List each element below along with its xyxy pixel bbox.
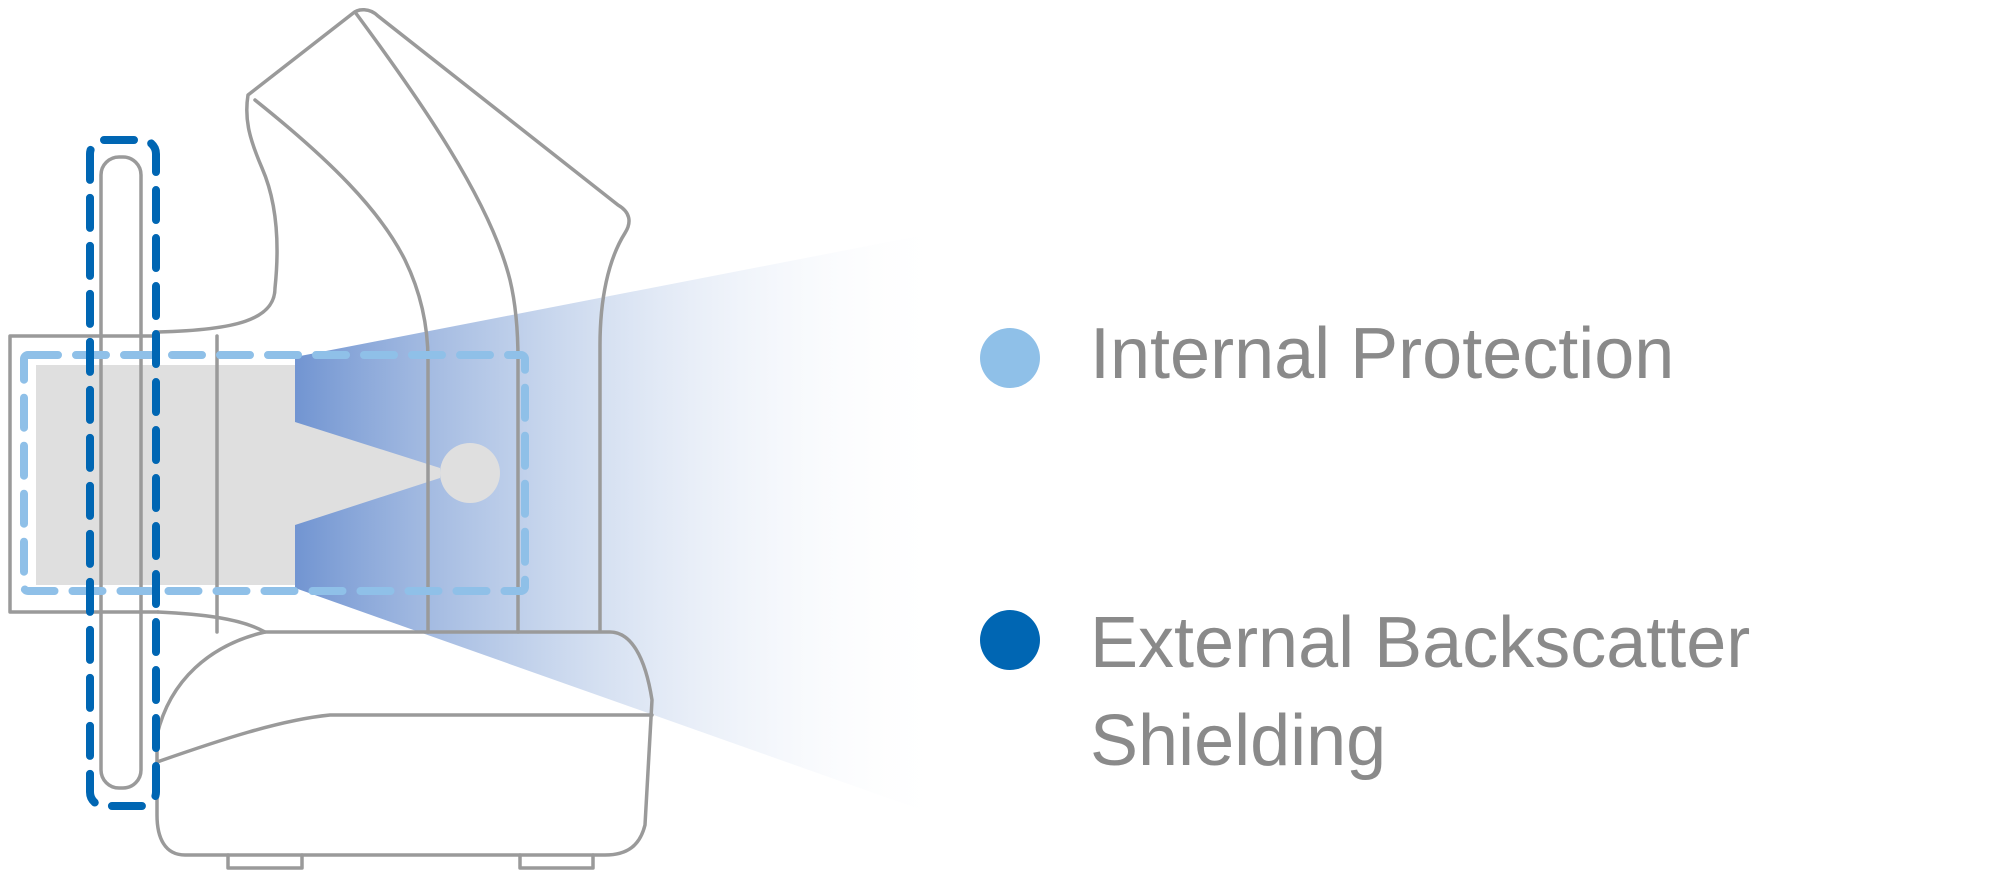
xray-source xyxy=(440,443,500,503)
dark-blue-dot-icon xyxy=(980,610,1040,670)
external-shielding-boundary xyxy=(86,136,160,810)
legend-internal-protection: Internal Protection xyxy=(980,304,1674,404)
internal-core xyxy=(36,365,440,585)
light-blue-dot-icon xyxy=(980,328,1040,388)
legend-external-label-line1: External Backscatter xyxy=(1090,603,1751,683)
xray-beam xyxy=(295,230,950,820)
device-outline xyxy=(8,8,654,870)
internal-protection-boundary xyxy=(20,351,529,595)
legend-internal-label: Internal Protection xyxy=(1090,314,1675,394)
legend-external-shielding: External Backscatter Shielding xyxy=(980,594,1750,790)
legend-external-label: External Backscatter Shielding xyxy=(1090,594,1750,790)
legend-external-label-line2: Shielding xyxy=(1090,701,1387,781)
